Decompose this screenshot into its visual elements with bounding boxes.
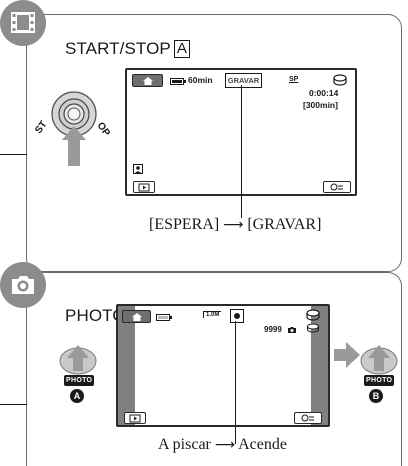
marker-a-box: A <box>174 40 190 58</box>
image-size-label: 1.0M <box>203 311 221 318</box>
caption2-to: Acende <box>238 436 287 453</box>
option-button-2[interactable] <box>294 412 322 424</box>
option-icon <box>296 414 320 423</box>
panel1-leader-line <box>0 154 27 155</box>
gravar-pointer-line <box>241 85 242 218</box>
time-counter: 0:00:14 <box>309 88 338 98</box>
remaining-time: [300min] <box>303 100 338 110</box>
caption1-from: [ESPERA] <box>149 216 219 233</box>
panel2-leader-line <box>0 404 27 405</box>
play-icon <box>135 183 153 192</box>
memory-icon <box>306 323 320 333</box>
play-icon <box>126 414 144 423</box>
lcd-screen-photo: 1.0M 9999 <box>116 304 330 427</box>
lamp-dot <box>234 313 240 319</box>
caption1-arrow: ⟶ <box>223 217 243 233</box>
caption1-to: [GRAVAR] <box>247 216 321 233</box>
photo-mode-badge <box>0 262 46 308</box>
caption2-arrow: ⟶ <box>215 437 235 453</box>
option-button[interactable] <box>323 181 351 193</box>
battery-icon <box>170 78 186 85</box>
camera-icon <box>0 262 46 308</box>
camera-small-icon <box>287 326 297 334</box>
battery-remaining: 60min <box>188 75 213 85</box>
playback-button[interactable] <box>133 181 155 193</box>
hdd-icon <box>333 74 347 86</box>
photo-label-right: PHOTO <box>364 375 394 386</box>
battery-icon <box>156 314 172 321</box>
gravar-label: GRAVAR <box>228 76 259 85</box>
home-icon <box>134 76 162 86</box>
film-icon <box>0 0 46 46</box>
film-mode-badge <box>0 0 46 46</box>
photo-lamp-indicator <box>230 309 244 323</box>
lcd-side-band-left <box>118 306 135 425</box>
hdd-icon <box>306 309 320 321</box>
photo-count: 9999 <box>264 325 282 334</box>
marker-b-circle: B <box>369 389 383 403</box>
gravar-indicator: GRAVAR <box>225 73 262 88</box>
photo-label-left: PHOTO <box>64 375 94 386</box>
home-button[interactable] <box>132 74 163 87</box>
face-detect-icon <box>133 164 143 174</box>
playback-button-2[interactable] <box>124 412 146 424</box>
home-icon <box>124 312 150 322</box>
option-icon <box>325 183 349 192</box>
caption2-from: A piscar <box>158 436 211 453</box>
recording-mode-sp: SP <box>289 76 298 83</box>
image-size-text: 1.0M <box>206 312 219 318</box>
panel1-title-text: START/STOP <box>65 39 171 58</box>
panel1-caption: [ESPERA] ⟶ [GRAVAR] <box>149 216 321 234</box>
lamp-pointer-line <box>235 321 236 444</box>
panel2-caption: A piscar ⟶ Acende <box>158 436 287 454</box>
marker-a-circle: A <box>70 389 84 403</box>
home-button-2[interactable] <box>122 310 151 323</box>
